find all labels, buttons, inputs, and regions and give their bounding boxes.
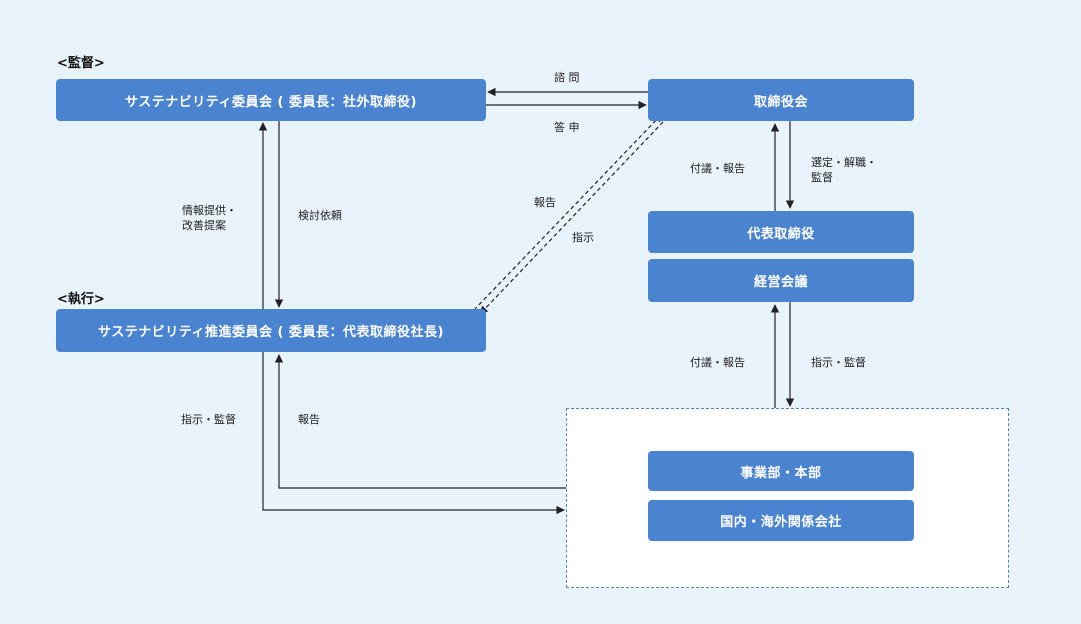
label-board-rep-down-line2: 監督 — [811, 171, 833, 184]
business-divisions-node: 事業部・本部 — [648, 451, 914, 491]
label-instruction-from-board: 指示 — [572, 231, 594, 244]
representative-director-node: 代表取締役 — [648, 211, 914, 253]
management-meeting-node: 経営会議 — [648, 259, 914, 302]
board-node: 取締役会 — [648, 79, 914, 121]
label-mgmt-up: 付議・報告 — [690, 356, 745, 369]
label-mgmt-down: 指示・監督 — [811, 356, 866, 369]
label-info-proposal-line2: 改善提案 — [182, 219, 226, 232]
label-consult: 諮 問 — [554, 71, 580, 84]
operations-frame — [566, 408, 1009, 588]
sustainability-committee-node: サステナビリティ委員会 ( 委員長：社外取締役) — [56, 79, 486, 121]
label-study-request: 検討依頼 — [298, 209, 342, 222]
label-report-to-board: 報告 — [534, 196, 556, 209]
arrow-report-to-board — [473, 113, 663, 311]
promotion-committee-node: サステナビリティ推進委員会 ( 委員長：代表取締役社長) — [56, 309, 486, 352]
label-info-proposal-line1: 情報提供・ — [182, 204, 237, 217]
label-answer: 答 申 — [554, 121, 580, 134]
section-supervision: <監督> — [57, 56, 105, 71]
arrow-instruction-from-board — [479, 121, 664, 315]
label-board-rep-up: 付議・報告 — [690, 162, 745, 175]
arrow-group-report — [274, 354, 566, 489]
group-companies-node: 国内・海外関係会社 — [648, 500, 914, 541]
label-report-up: 報告 — [298, 413, 320, 426]
label-board-rep-down-line1: 選定・解職・ — [811, 156, 877, 169]
label-instruct-supervise: 指示・監督 — [181, 413, 236, 426]
section-execution: <執行> — [57, 292, 105, 307]
arrow-promotion-instruct — [262, 352, 565, 515]
